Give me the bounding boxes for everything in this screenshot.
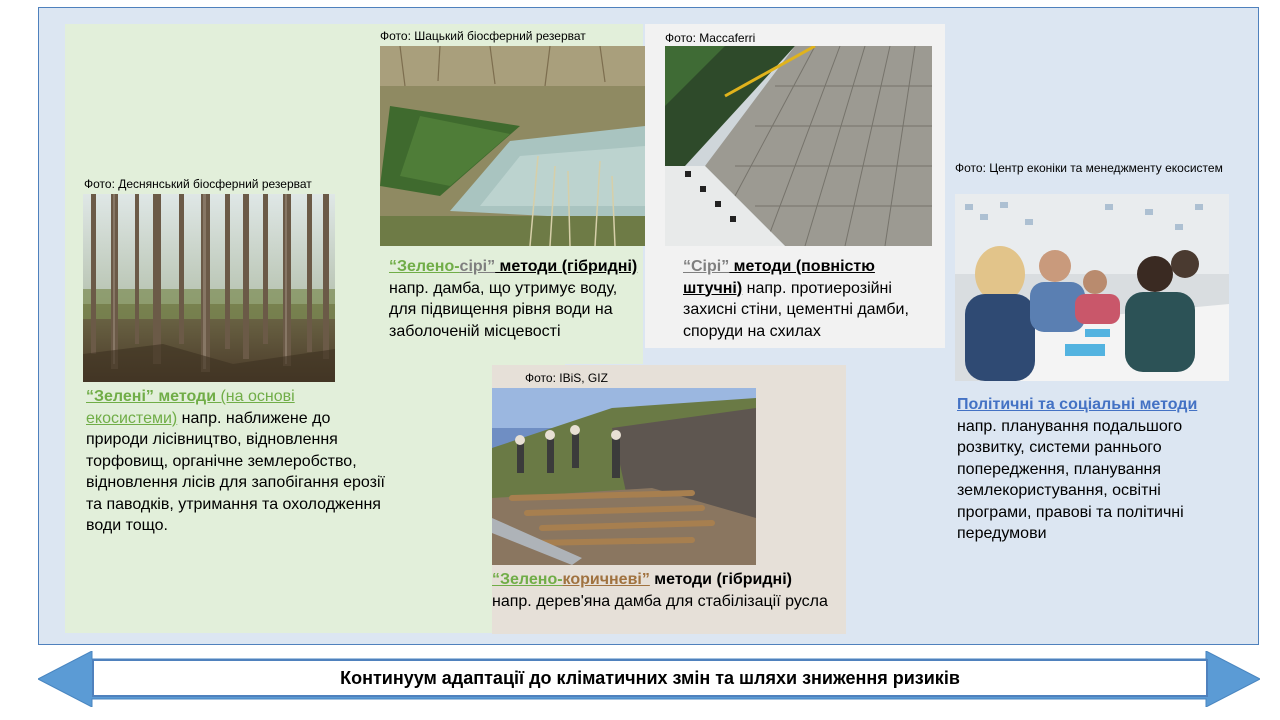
wooden-dam-photo xyxy=(492,388,756,565)
grey-desc: напр. протиерозійні захисні стіни, цемен… xyxy=(683,279,909,340)
policy-methods-title: Політичні та соціальні методи xyxy=(957,396,1198,413)
wetland-dam-photo xyxy=(380,46,645,246)
green-methods-title: “Зелені” методи xyxy=(86,388,217,405)
grey-photo-credit: Фото: Maccaferri xyxy=(665,31,756,45)
green-photo-credit: Фото: Деснянський біосферний резерват xyxy=(84,177,312,191)
green-brown-title-a: “Зелено- xyxy=(492,571,563,588)
grey-methods-text: “Сірі” методи (повністю штучні) напр. пр… xyxy=(683,256,938,342)
green-grey-photo-credit: Фото: Шацький біосферний резерват xyxy=(380,29,586,43)
green-methods-text: “Зелені” методи (на основі екосистеми) н… xyxy=(86,386,386,537)
green-brown-methods-text: “Зелено-коричневі” методи (гібридні) нап… xyxy=(492,569,837,612)
green-brown-title-c: методи (гібридні) xyxy=(649,571,792,588)
green-grey-desc: напр. дамба, що утримує воду, для підвищ… xyxy=(389,279,618,340)
grey-title-a: “Сірі” xyxy=(683,258,730,275)
green-methods-subtitle: (на основі екосистеми) xyxy=(86,388,295,427)
policy-methods-desc: напр. планування подальшого розвитку, си… xyxy=(957,417,1184,543)
continuum-label: Континуум адаптації до кліматичних змін … xyxy=(92,659,1208,697)
green-brown-title-b: коричневі” xyxy=(562,571,650,588)
gabion-wall-photo xyxy=(665,46,932,246)
green-grey-title-c: методи (гібридні) xyxy=(495,258,638,275)
forest-photo xyxy=(83,194,335,382)
green-methods-desc: напр. наближене до природи лісівництво, … xyxy=(86,409,385,535)
grey-title-b: методи (повністю штучні) xyxy=(683,258,875,297)
green-brown-desc: напр. дерев'яна дамба для стабілізації р… xyxy=(492,592,828,610)
green-grey-methods-text: “Зелено-сірі” методи (гібридні) напр. да… xyxy=(389,256,639,342)
policy-methods-text: Політичні та соціальні методи напр. план… xyxy=(957,394,1227,545)
green-brown-photo-credit: Фото: IBiS, GIZ xyxy=(525,371,608,385)
workshop-photo xyxy=(955,194,1229,381)
green-grey-title-b: сірі” xyxy=(459,258,496,275)
green-grey-title-a: “Зелено- xyxy=(389,258,460,275)
policy-photo-credit: Фото: Центр еконіки та менеджменту екоси… xyxy=(955,161,1223,175)
